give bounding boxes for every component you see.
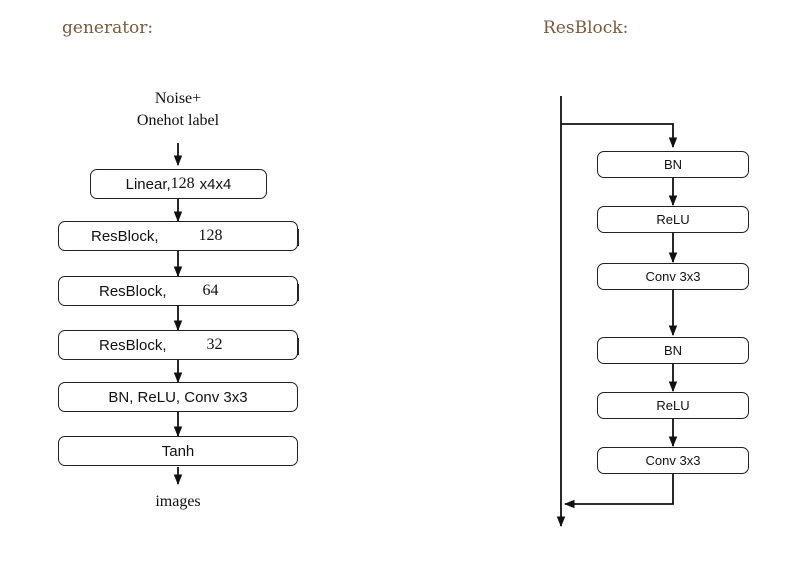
generator-output-label: images — [155, 493, 201, 510]
resblock-relu-1: ReLU — [597, 206, 749, 233]
generator-block-label: Linear, — [125, 175, 171, 193]
generator-block-bn-relu-conv: BN, ReLU, Conv 3x3 — [58, 382, 298, 412]
generator-block-resblock-1: ResBlock, 128 — [58, 221, 298, 251]
generator-block-label: ResBlock, — [99, 336, 167, 354]
generator-input-sublabel: Onehot label — [136, 112, 220, 129]
generator-block-suffix: x4x4 — [199, 175, 232, 193]
generator-block-label: ResBlock, — [91, 227, 159, 245]
generator-input-label: Noise+ — [154, 90, 202, 107]
resblock-bn-2: BN — [597, 337, 749, 364]
generator-block-linear: Linear, 128 x4x4 — [90, 169, 267, 199]
resblock-conv-1: Conv 3x3 — [597, 263, 749, 290]
generator-block-value: 32 — [206, 336, 223, 353]
resblock-arrows — [556, 96, 678, 528]
generator-block-value: 128 — [198, 227, 223, 244]
generator-block-resblock-2: ResBlock, 64 — [58, 276, 298, 306]
generator-block-value: 128 — [170, 175, 195, 192]
generator-arrows — [173, 143, 299, 486]
generator-title: generator: — [62, 18, 154, 38]
resblock-relu-2: ReLU — [597, 392, 749, 419]
resblock-bn-1: BN — [597, 151, 749, 178]
generator-block-label: ResBlock, — [99, 282, 167, 300]
generator-block-value: 64 — [202, 282, 219, 299]
generator-block-tanh: Tanh — [58, 436, 298, 466]
resblock-conv-2: Conv 3x3 — [597, 447, 749, 474]
resblock-title: ResBlock: — [543, 18, 629, 38]
generator-block-resblock-3: ResBlock, 32 — [58, 330, 298, 360]
